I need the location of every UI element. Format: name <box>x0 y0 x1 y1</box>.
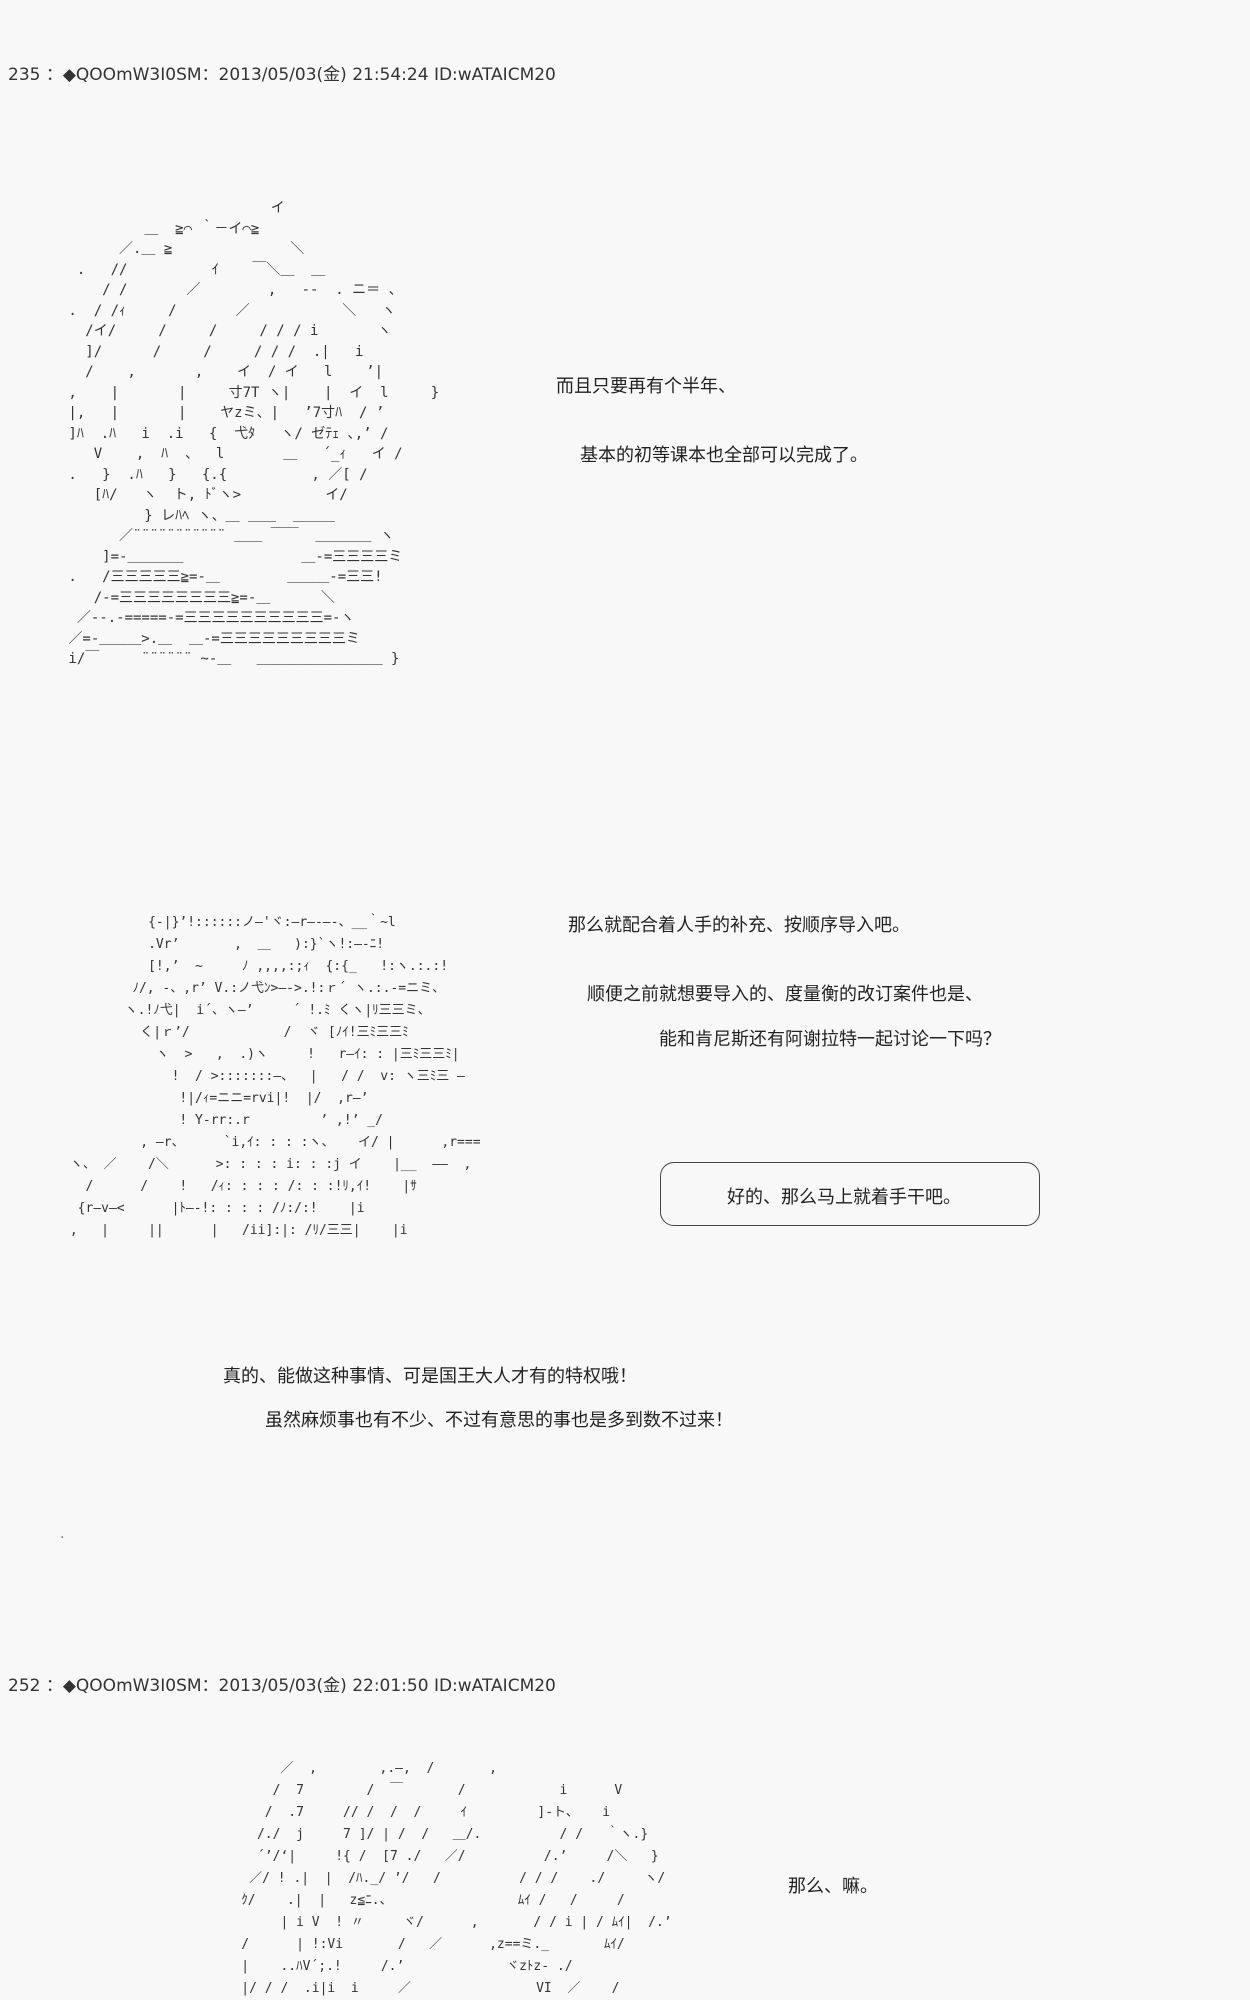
separator-dot: . <box>60 1526 65 1542</box>
speech-bubble-text: 好的、那么马上就着手干吧。 <box>727 1187 961 1208</box>
dialogue-line: 那么就配合着人手的补充、按顺序导入吧。 <box>568 915 910 936</box>
dialogue-line: 顺便之前就想要导入的、度量衡的改订案件也是、 <box>587 984 983 1005</box>
ascii-art-character: イ ＿ ≧⌒ ｀－イ⌒≧ ／.＿ ≧ ＼ . // ｲ ￣＼＿ ＿ / / ／ … <box>68 200 440 667</box>
post-header: 252 ：◆QOOmW3I0SM：2013/05/03(金) 22:01:50 … <box>8 1676 556 1696</box>
post-header: 235 ：◆QOOmW3I0SM：2013/05/03(金) 21:54:24 … <box>8 65 556 85</box>
speech-bubble <box>660 1162 1040 1226</box>
ascii-art-scene: {-|}’!::::::ノ—'ヾ:—r—-—-、__｀~l .Vr’ , ＿ )… <box>69 915 481 1238</box>
dialogue-line: 基本的初等课本也全部可以完成了。 <box>580 445 868 466</box>
dialogue-line: 能和肯尼斯还有阿谢拉特一起讨论一下吗？ <box>659 1029 1001 1050</box>
dialogue-line: 虽然麻烦事也有不少、不过有意思的事也是多到数不过来！ <box>265 1410 733 1431</box>
dialogue-line: 而且只要再有个半年、 <box>556 376 736 397</box>
ascii-art-character: ／ , ,.—, / , / 7 / ￣ / i V / .7 // / / /… <box>241 1761 672 1996</box>
dialogue-line: 那么、嘛。 <box>788 1876 878 1897</box>
dialogue-line: 真的、能做这种事情、可是国王大人才有的特权哦！ <box>223 1366 637 1387</box>
